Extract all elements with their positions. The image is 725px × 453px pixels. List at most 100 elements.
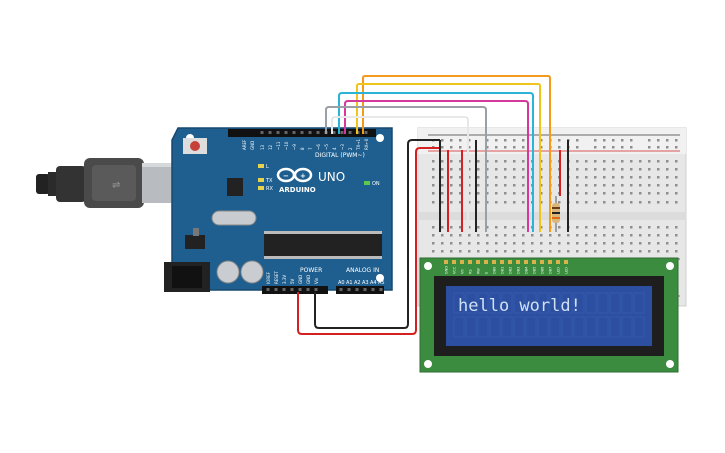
power-pin[interactable]: [274, 288, 278, 291]
lcd-pin[interactable]: [540, 260, 544, 264]
svg-text:⇌: ⇌: [112, 180, 120, 191]
lcd-pin-label: E: [485, 272, 489, 274]
analog-pin-label: A1: [346, 280, 353, 286]
analog-pin[interactable]: [339, 288, 343, 291]
lcd-pin[interactable]: [468, 260, 472, 264]
digital-pin[interactable]: [308, 131, 312, 134]
digital-pin[interactable]: [276, 131, 280, 134]
digital-pin[interactable]: [316, 131, 320, 134]
power-pin-label: GND: [298, 275, 303, 284]
usb-chip: [227, 178, 243, 196]
power-pin[interactable]: [306, 288, 310, 291]
lcd-pin[interactable]: [500, 260, 504, 264]
digital-pin[interactable]: [364, 131, 368, 134]
crystal: [211, 210, 257, 226]
lcd-pin[interactable]: [524, 260, 528, 264]
digital-label: DIGITAL (PWM~): [315, 152, 365, 159]
power-pin[interactable]: [290, 288, 294, 291]
svg-text:−: −: [283, 172, 289, 180]
digital-pin-label: ~6: [316, 144, 321, 150]
analog-pin[interactable]: [355, 288, 359, 291]
wires[interactable]: [297, 75, 569, 335]
analog-pin[interactable]: [363, 288, 367, 291]
power-pin-label: GND: [306, 275, 311, 284]
gnd-label: GND: [250, 141, 255, 150]
power-pin-label: RESET: [274, 271, 279, 284]
lcd-pin-label: LED: [557, 267, 561, 274]
lcd-pin-label: DB6: [541, 267, 545, 274]
digital-pin[interactable]: [348, 131, 352, 134]
lcd-pin[interactable]: [492, 260, 496, 264]
lcd-pin[interactable]: [444, 260, 448, 264]
lcd-pin[interactable]: [564, 260, 568, 264]
lcd-pin-label: V0: [461, 269, 465, 274]
digital-pin[interactable]: [260, 131, 264, 134]
resistor[interactable]: [552, 196, 560, 232]
on-label: ON: [372, 181, 380, 187]
digital-pin[interactable]: [268, 131, 272, 134]
lcd-pin[interactable]: [548, 260, 552, 264]
lcd-pin-label: VCC: [453, 266, 457, 274]
lcd-pin-label: GND: [445, 266, 449, 274]
power-header: [262, 286, 328, 294]
analog-pin-label: A2: [354, 280, 361, 286]
lcd-pin[interactable]: [556, 260, 560, 264]
power-label: POWER: [300, 267, 322, 274]
digital-pin-label: ~9: [292, 144, 297, 150]
digital-pin-label: ~5: [324, 144, 329, 150]
analog-pin-label: A5: [378, 280, 385, 286]
digital-pin-label: TX→1: [356, 138, 361, 151]
digital-pin[interactable]: [300, 131, 304, 134]
power-pin-label: Vin: [314, 277, 319, 284]
analog-pin[interactable]: [379, 288, 383, 291]
lcd-text: hello world!: [458, 296, 581, 316]
power-pin-label: 5V: [290, 278, 295, 284]
power-pin-label: 3.3V: [282, 275, 287, 284]
digital-pin-label: 2: [348, 147, 353, 150]
wire-magenta: [344, 100, 529, 232]
lcd-screen: [446, 286, 652, 346]
lcd-pin[interactable]: [460, 260, 464, 264]
digital-pin-label: 12: [268, 144, 273, 150]
analog-pin[interactable]: [347, 288, 351, 291]
lcd-pin[interactable]: [484, 260, 488, 264]
arduino-logo-icon: − +: [276, 167, 313, 183]
lcd-pin-label: RS: [469, 269, 473, 274]
lcd-pin-label: DB3: [517, 267, 521, 274]
led-l-label: L: [266, 164, 269, 170]
lcd-pin[interactable]: [516, 260, 520, 264]
digital-pin-label: ~10: [284, 141, 289, 150]
wire-red-5v: [297, 147, 440, 335]
lcd-pin[interactable]: [452, 260, 456, 264]
lcd-pin[interactable]: [476, 260, 480, 264]
wire-yellow: [356, 83, 541, 232]
led-tx-label: TX: [265, 178, 273, 184]
digital-pin[interactable]: [340, 131, 344, 134]
power-pin[interactable]: [282, 288, 286, 291]
digital-pin-label: 7: [308, 147, 313, 150]
digital-pin-label: ~11: [276, 141, 281, 150]
lcd-pin-label: DB4: [525, 266, 529, 274]
power-pin[interactable]: [298, 288, 302, 291]
digital-pin-label: 8: [300, 147, 305, 150]
digital-pin[interactable]: [292, 131, 296, 134]
reset-button-icon[interactable]: [183, 138, 207, 154]
wire-orange: [362, 75, 551, 232]
power-pin[interactable]: [266, 288, 270, 291]
analog-pin-label: A3: [362, 280, 369, 286]
lcd-pin[interactable]: [508, 260, 512, 264]
lcd-pin-label: DB7: [549, 267, 553, 274]
digital-pin[interactable]: [284, 131, 288, 134]
power-pin[interactable]: [314, 288, 318, 291]
lcd-pin-label: LED: [565, 267, 569, 274]
lcd-pin[interactable]: [532, 260, 536, 264]
atmega-chip: [264, 234, 382, 256]
analog-pin-label: A0: [338, 280, 345, 286]
analog-header: [336, 286, 384, 294]
aref-label: AREF: [242, 139, 247, 150]
digital-pin[interactable]: [332, 131, 336, 134]
analog-pin[interactable]: [371, 288, 375, 291]
